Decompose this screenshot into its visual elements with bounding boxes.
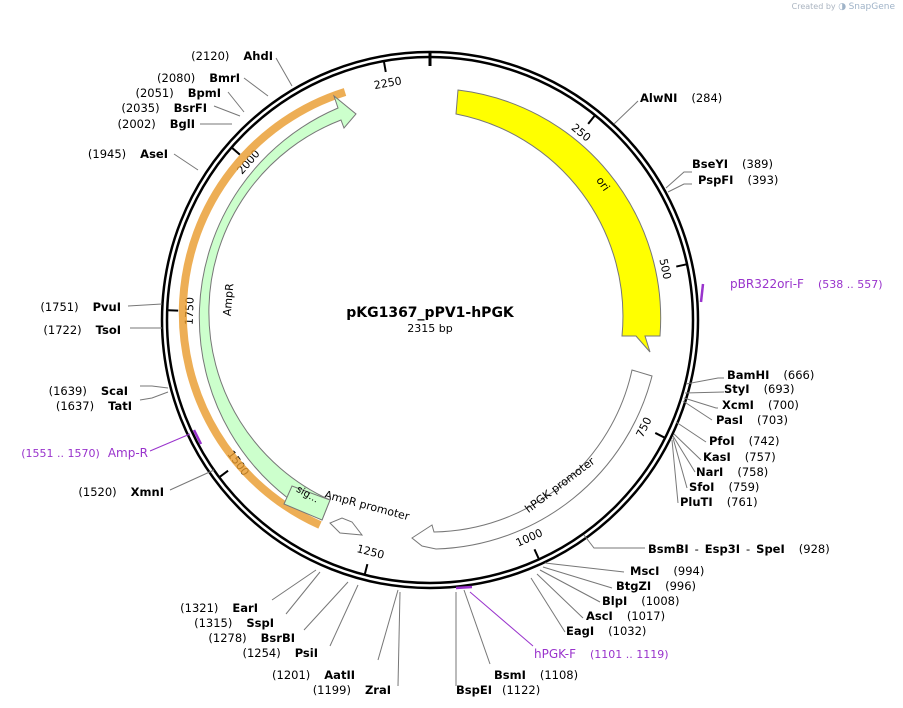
enzyme-tati[interactable]: (1637)TatI: [56, 399, 132, 413]
enzyme-bsrbi[interactable]: (1278)BsrBI: [208, 631, 295, 645]
snapgene-logo-icon: ◑: [838, 2, 847, 12]
tick-mark: [533, 548, 540, 559]
enzyme-sfoi[interactable]: SfoI(759): [689, 480, 759, 494]
tick-mark: [587, 115, 596, 125]
enzyme-bpmi[interactable]: (2051)BpmI: [135, 86, 221, 100]
primer-label-hpgk-f[interactable]: hPGK-F(1101 .. 1119): [534, 647, 669, 661]
feature-ampr-promoter[interactable]: [329, 517, 364, 536]
enzyme-leaders: [127, 57, 725, 687]
enzyme-sspi[interactable]: (1315)SspI: [194, 616, 274, 630]
primer-mark-amp-r: [192, 429, 203, 445]
primer-leader-amp-r: [149, 433, 191, 452]
enzyme-xmni[interactable]: (1520)XmnI: [78, 485, 164, 499]
enzyme-pvui[interactable]: (1751)PvuI: [40, 300, 121, 314]
primer-mark-pbr322ori-f: [699, 283, 705, 303]
primer-label-pbr322ori-f[interactable]: pBR322ori-F(538 .. 557): [730, 277, 883, 291]
enzyme-tsoi[interactable]: (1722)TsoI: [43, 323, 121, 337]
enzyme-styi[interactable]: StyI(693): [724, 382, 795, 396]
enzyme-blpi[interactable]: BlpI(1008): [602, 594, 679, 608]
enzyme-kasi[interactable]: KasI(757): [703, 450, 776, 464]
feature-ampr-outline: [178, 88, 347, 529]
enzyme-bseyi[interactable]: BseYI(389): [692, 157, 773, 171]
tick-mark: [383, 61, 387, 73]
enzyme-xcmi[interactable]: XcmI(700): [722, 398, 799, 412]
feature-label-ampr-promoter: AmpR promoter: [323, 488, 411, 523]
enzyme-btgzi[interactable]: BtgZI(996): [616, 579, 696, 593]
feature-ampr-signal[interactable]: [283, 485, 331, 521]
tick-label: 1250: [355, 542, 385, 562]
enzyme-asci[interactable]: AscI(1017): [586, 609, 665, 623]
enzyme-bmri[interactable]: (2080)BmrI: [157, 71, 240, 85]
enzyme-pluti[interactable]: PluTI(761): [680, 495, 758, 509]
enzyme-msci[interactable]: MscI(994): [630, 564, 704, 578]
enzyme-pspfi[interactable]: PspFI(393): [698, 173, 778, 187]
watermark-prefix: Created by: [791, 2, 836, 11]
feature-ori[interactable]: [455, 89, 662, 353]
enzyme-aatii[interactable]: (1201)AatII: [272, 668, 355, 682]
enzyme-scai[interactable]: (1639)ScaI: [49, 384, 128, 398]
feature-label-ampr: AmpR: [221, 282, 237, 316]
enzyme-bspei[interactable]: BspEI(1122): [456, 683, 540, 697]
enzyme-eari[interactable]: (1321)EarI: [180, 601, 258, 615]
feature-hpgk-promoter[interactable]: [411, 369, 653, 550]
snapgene-watermark: Created by ◑ SnapGene: [792, 2, 895, 12]
enzyme-bsmi[interactable]: BsmI(1108): [494, 668, 578, 682]
tick-mark: [231, 147, 241, 156]
enzyme-pasi[interactable]: PasI(703): [716, 413, 788, 427]
tick-mark: [654, 432, 665, 439]
enzyme-asei[interactable]: (1945)AseI: [88, 147, 168, 161]
enzyme-bsmbi-esp3i-spei[interactable]: BsmBI-Esp3I-SpeI(928): [648, 542, 830, 556]
enzyme-eagi[interactable]: EagI(1032): [566, 624, 646, 638]
tick-mark: [363, 563, 369, 575]
enzyme-zrai[interactable]: (1199)ZraI: [313, 683, 391, 697]
feature-ampr[interactable]: [198, 94, 357, 521]
tick-label: 500: [656, 257, 673, 280]
plasmid-name: pKG1367_pPV1-hPGK: [346, 305, 515, 321]
primer-leader-hpgk-f: [469, 591, 534, 647]
enzyme-nari[interactable]: NarI(758): [696, 465, 768, 479]
primer-mark-hpgk-f: [455, 585, 473, 590]
primer-label-amp-r[interactable]: (1551 .. 1570)Amp-R: [21, 446, 148, 460]
enzyme-bamhi[interactable]: BamHI(666): [727, 368, 814, 382]
enzyme-psii[interactable]: (1254)PsiI: [242, 646, 318, 660]
plasmid-size: 2315 bp: [407, 322, 452, 335]
enzyme-bsrfi[interactable]: (2035)BsrFI: [121, 101, 207, 115]
tick-mark: [676, 263, 687, 268]
enzyme-alwni[interactable]: AlwNI(284): [640, 91, 722, 105]
watermark-brand: SnapGene: [848, 2, 895, 12]
tick-label: 2250: [373, 74, 403, 92]
tick-mark: [219, 469, 229, 478]
enzyme-pfoi[interactable]: PfoI(742): [709, 434, 780, 448]
enzyme-ahdi[interactable]: (2120)AhdI: [191, 49, 273, 63]
enzyme-bgli[interactable]: (2002)BglI: [118, 117, 195, 131]
